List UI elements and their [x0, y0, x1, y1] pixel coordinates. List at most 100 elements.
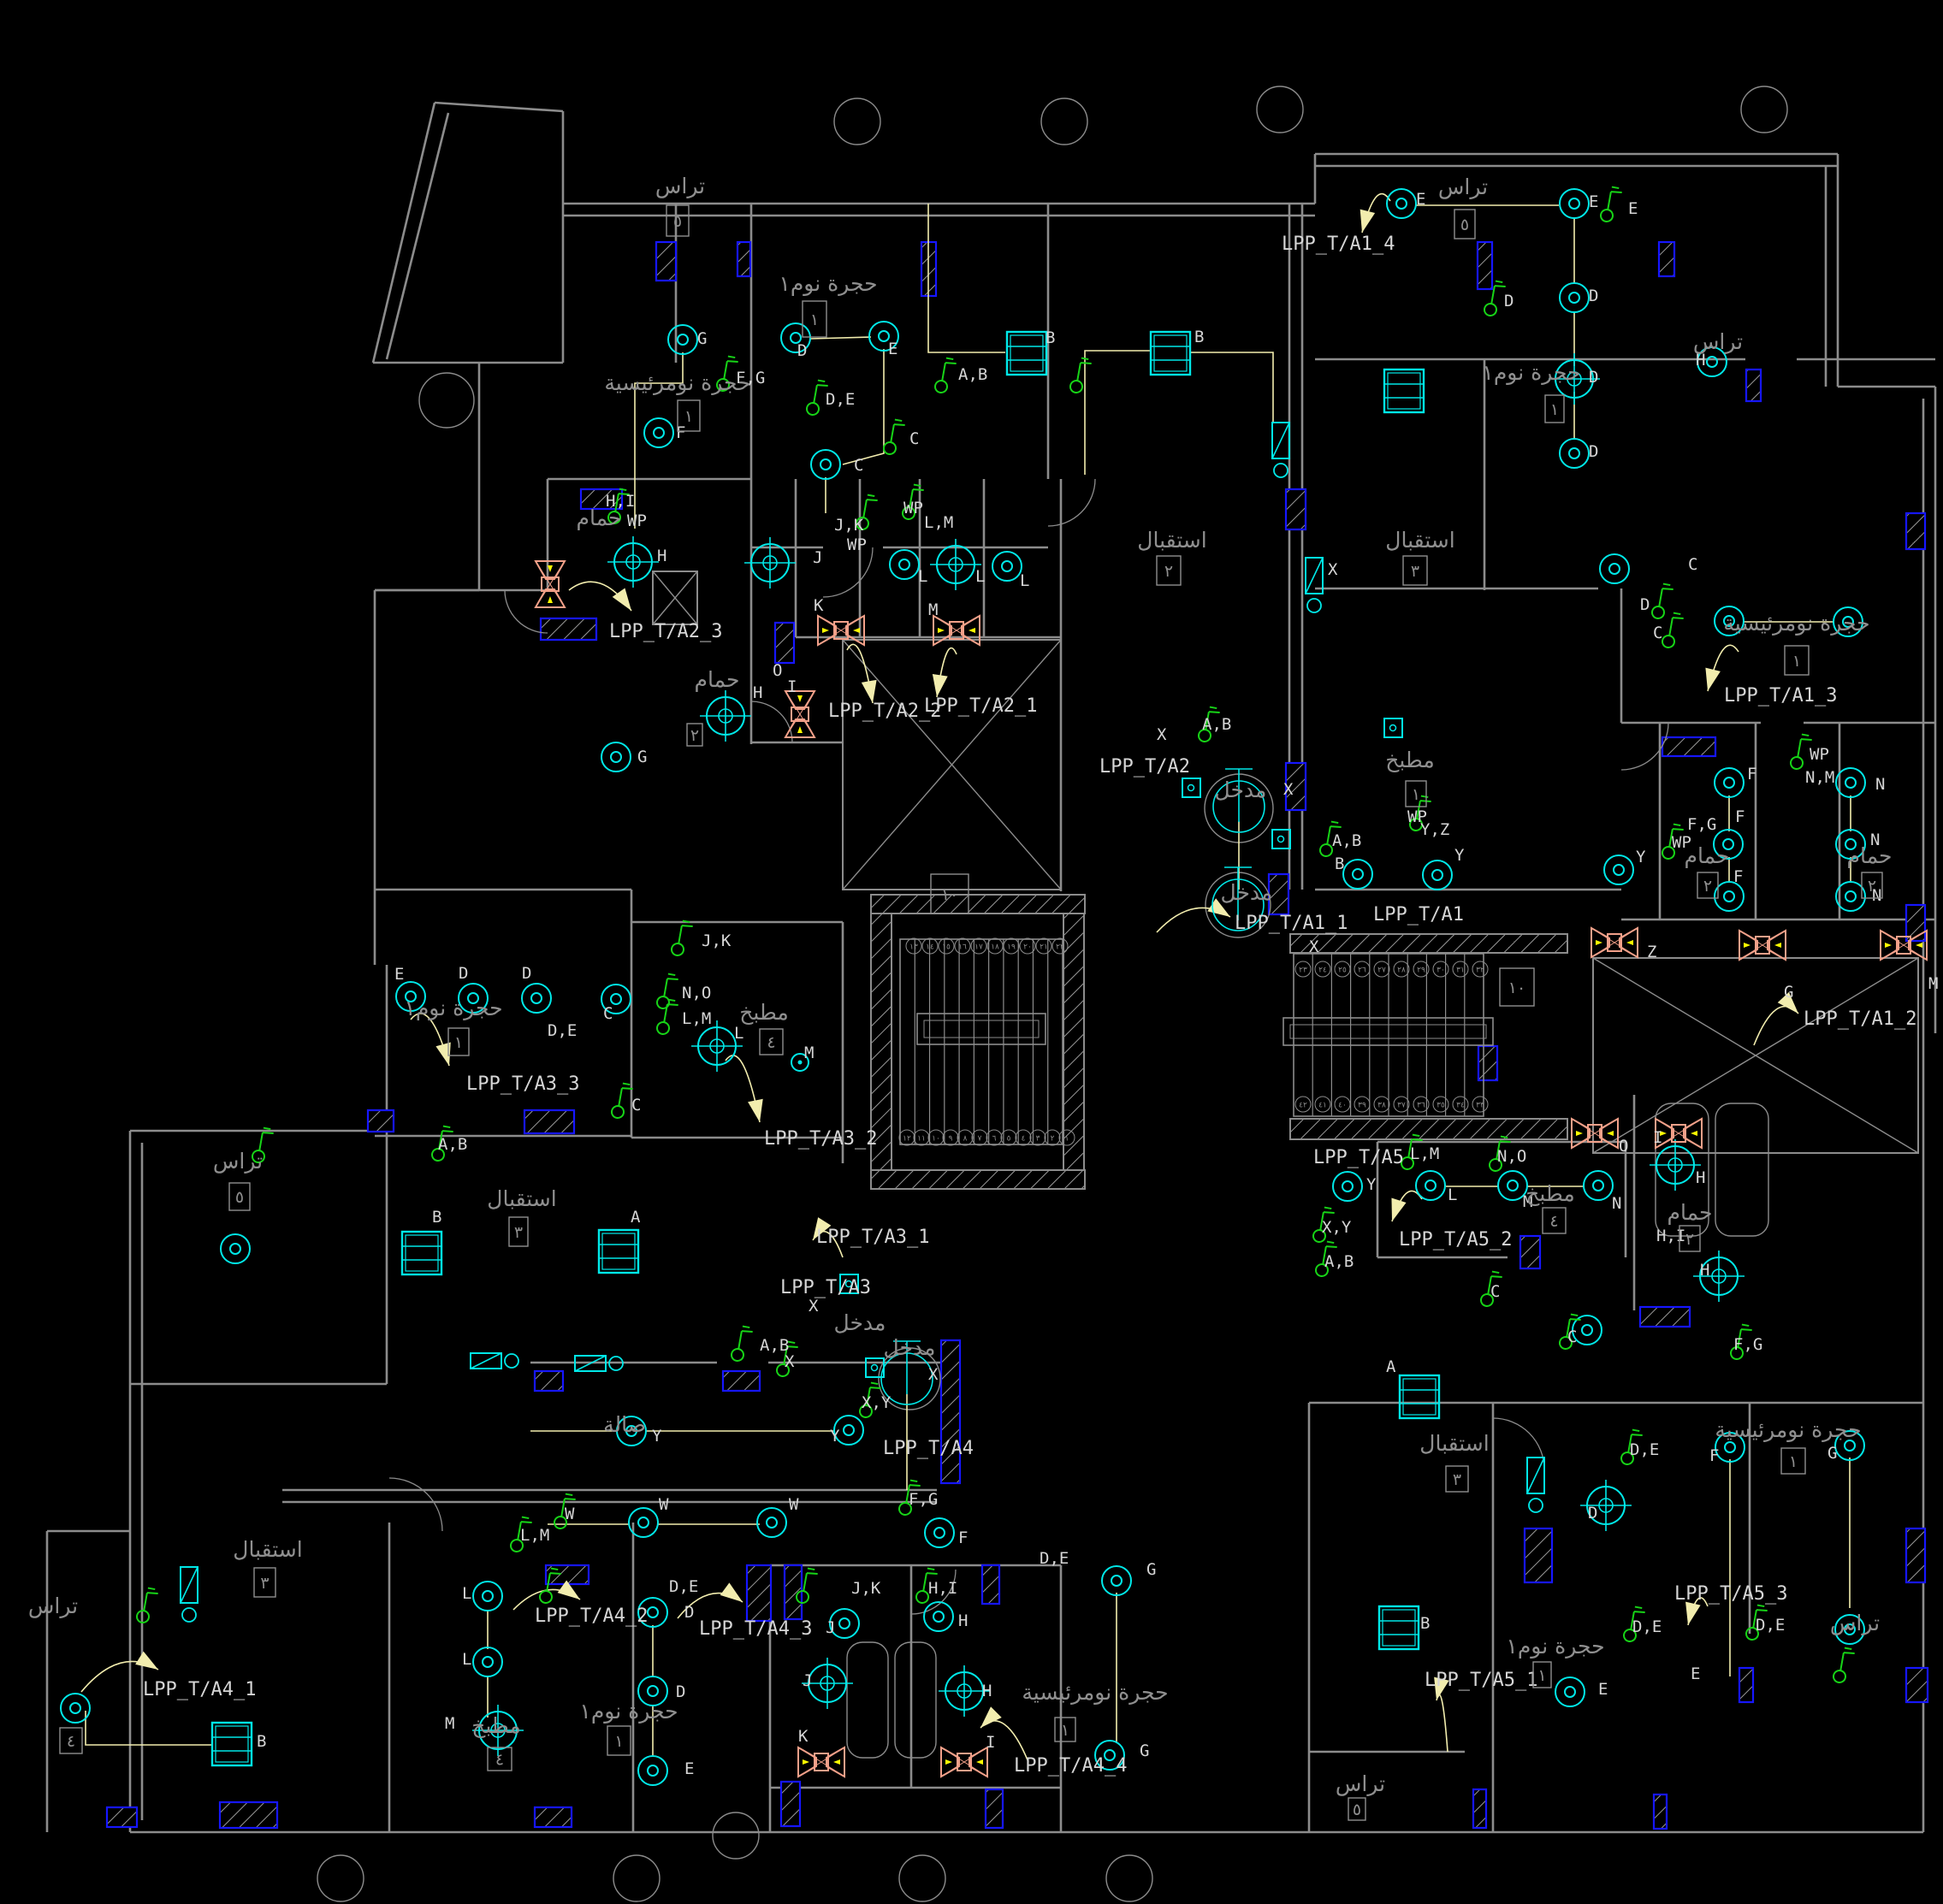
circuit-letter-label: F [1735, 807, 1745, 826]
switch-icon [1801, 733, 1810, 737]
room-name-label: تراس [28, 1594, 78, 1618]
hatched-wall [1289, 933, 1568, 954]
circuit-letter-label: X [1309, 937, 1319, 956]
grid-bubble [1256, 86, 1304, 133]
blue-hatch-block [218, 1801, 279, 1830]
tread-number-circle [1354, 961, 1371, 978]
switch-icon [1630, 1611, 1635, 1630]
switch-icon [1569, 1318, 1581, 1321]
light-fixture-icon [1845, 838, 1857, 850]
room-number-label: ٣ [260, 1574, 269, 1593]
switch-icon [893, 423, 905, 426]
light-fixture-icon [1581, 1324, 1593, 1336]
light-fixture-icon [1568, 447, 1580, 459]
exhaust-fan-icon [940, 1746, 988, 1778]
circuit-letter-label: L,M [682, 1009, 711, 1028]
switch-icon [682, 919, 690, 924]
fan-arrow-icon [548, 565, 553, 572]
switch-icon [1487, 1275, 1492, 1295]
exhaust-fan-icon [1571, 1118, 1619, 1149]
room-number-box [1348, 1797, 1366, 1821]
hatch-fill [535, 1807, 572, 1827]
circuit-letter-label: X [1157, 725, 1167, 744]
room-number-box [1054, 1717, 1076, 1742]
switch-icon [807, 1567, 815, 1571]
exhaust-fan-icon [1739, 929, 1758, 961]
leader-arrowhead [1777, 991, 1798, 1014]
room-number-label: ٥ [1353, 1801, 1361, 1819]
room-number-label: ١ [810, 310, 819, 329]
switch-icon [1662, 612, 1684, 648]
light-fixture-icon [829, 1608, 860, 1639]
exhaust-fan-icon [817, 615, 865, 646]
tread-number-label: ٢٥ [1338, 967, 1347, 975]
switch-icon [786, 1345, 798, 1348]
tread-number-label: ٢ [1051, 1135, 1055, 1144]
light-fixture-icon [1352, 868, 1364, 880]
switch-icon [1401, 1133, 1423, 1170]
light-fixture-icon [1608, 563, 1620, 575]
switch-icon [549, 1572, 561, 1575]
circuit-letter-label: L,M [924, 513, 953, 532]
panel-callout-label: LPP_T/A2_2 [828, 701, 941, 722]
light-fixture-icon [756, 1507, 787, 1538]
light-fixture-icon [1835, 829, 1866, 860]
room-number-box [508, 1216, 529, 1247]
circuit-letter-label: A,B [760, 1336, 789, 1355]
switch-icon [862, 499, 868, 518]
grid-bubble [613, 1854, 661, 1902]
circuit-letter-label: Y [830, 1427, 840, 1446]
small-light-icon [797, 1060, 803, 1065]
switch-icon [1315, 1263, 1329, 1277]
exhaust-fan-icon [1655, 1118, 1703, 1149]
hatch-fill [1906, 513, 1925, 549]
blue-hatch-block [1904, 511, 1927, 551]
shaft-x [842, 639, 1062, 890]
switch-icon [905, 1484, 910, 1504]
riser-icon [180, 1566, 198, 1604]
tread-number-label: ٣٩ [1358, 1102, 1366, 1110]
switch-icon [716, 378, 730, 392]
hatch-fill [1525, 1529, 1552, 1582]
switch-icon [1496, 1140, 1501, 1160]
light-fixture-icon [395, 981, 426, 1012]
blue-hatch-block [721, 1369, 761, 1393]
switch-icon [1205, 711, 1210, 730]
light-fixture-icon [1844, 1440, 1856, 1452]
switch-icon [1312, 1206, 1335, 1243]
light-fixture-icon [69, 1702, 81, 1714]
switch-icon [1651, 606, 1665, 619]
light-fixture-icon [610, 751, 622, 763]
room-number-box [447, 1027, 470, 1056]
switch-icon [1790, 733, 1812, 770]
switch-icon [565, 1493, 573, 1497]
circuit-letter-label: D,E [1756, 1616, 1785, 1635]
switch-icon [546, 1572, 551, 1592]
switch-icon [1662, 846, 1675, 860]
switch-icon [1631, 1434, 1643, 1436]
hatch-fill [982, 1565, 999, 1604]
room-number-box [802, 300, 827, 338]
circuit-letter-label: M [1523, 1192, 1532, 1211]
switch-icon [883, 418, 905, 455]
hatch-fill [986, 1789, 1003, 1828]
fan-arrow-icon [822, 628, 829, 633]
fan-arrow-icon [1885, 943, 1892, 948]
switch-icon [1756, 1604, 1765, 1608]
switch-icon [870, 1381, 879, 1386]
light-fixture-icon [60, 1693, 91, 1724]
tread-number-circle [1019, 937, 1036, 955]
switch-icon [564, 1498, 576, 1500]
light-fixture-icon [898, 559, 910, 571]
switch-icon [1409, 818, 1423, 831]
tread-number-label: ١٤ [926, 943, 934, 952]
door-swing-arc [750, 701, 793, 743]
tread-number-circle [1000, 1129, 1017, 1146]
switch-icon [1401, 1156, 1414, 1170]
panel-box-icon [1149, 330, 1192, 376]
switch-icon [813, 384, 818, 404]
circuit-letter-label: J,K [834, 516, 864, 535]
panel-callout-label: LPP_T/A1_1 [1235, 913, 1348, 934]
circuit-letter-label: C [1567, 1327, 1577, 1346]
